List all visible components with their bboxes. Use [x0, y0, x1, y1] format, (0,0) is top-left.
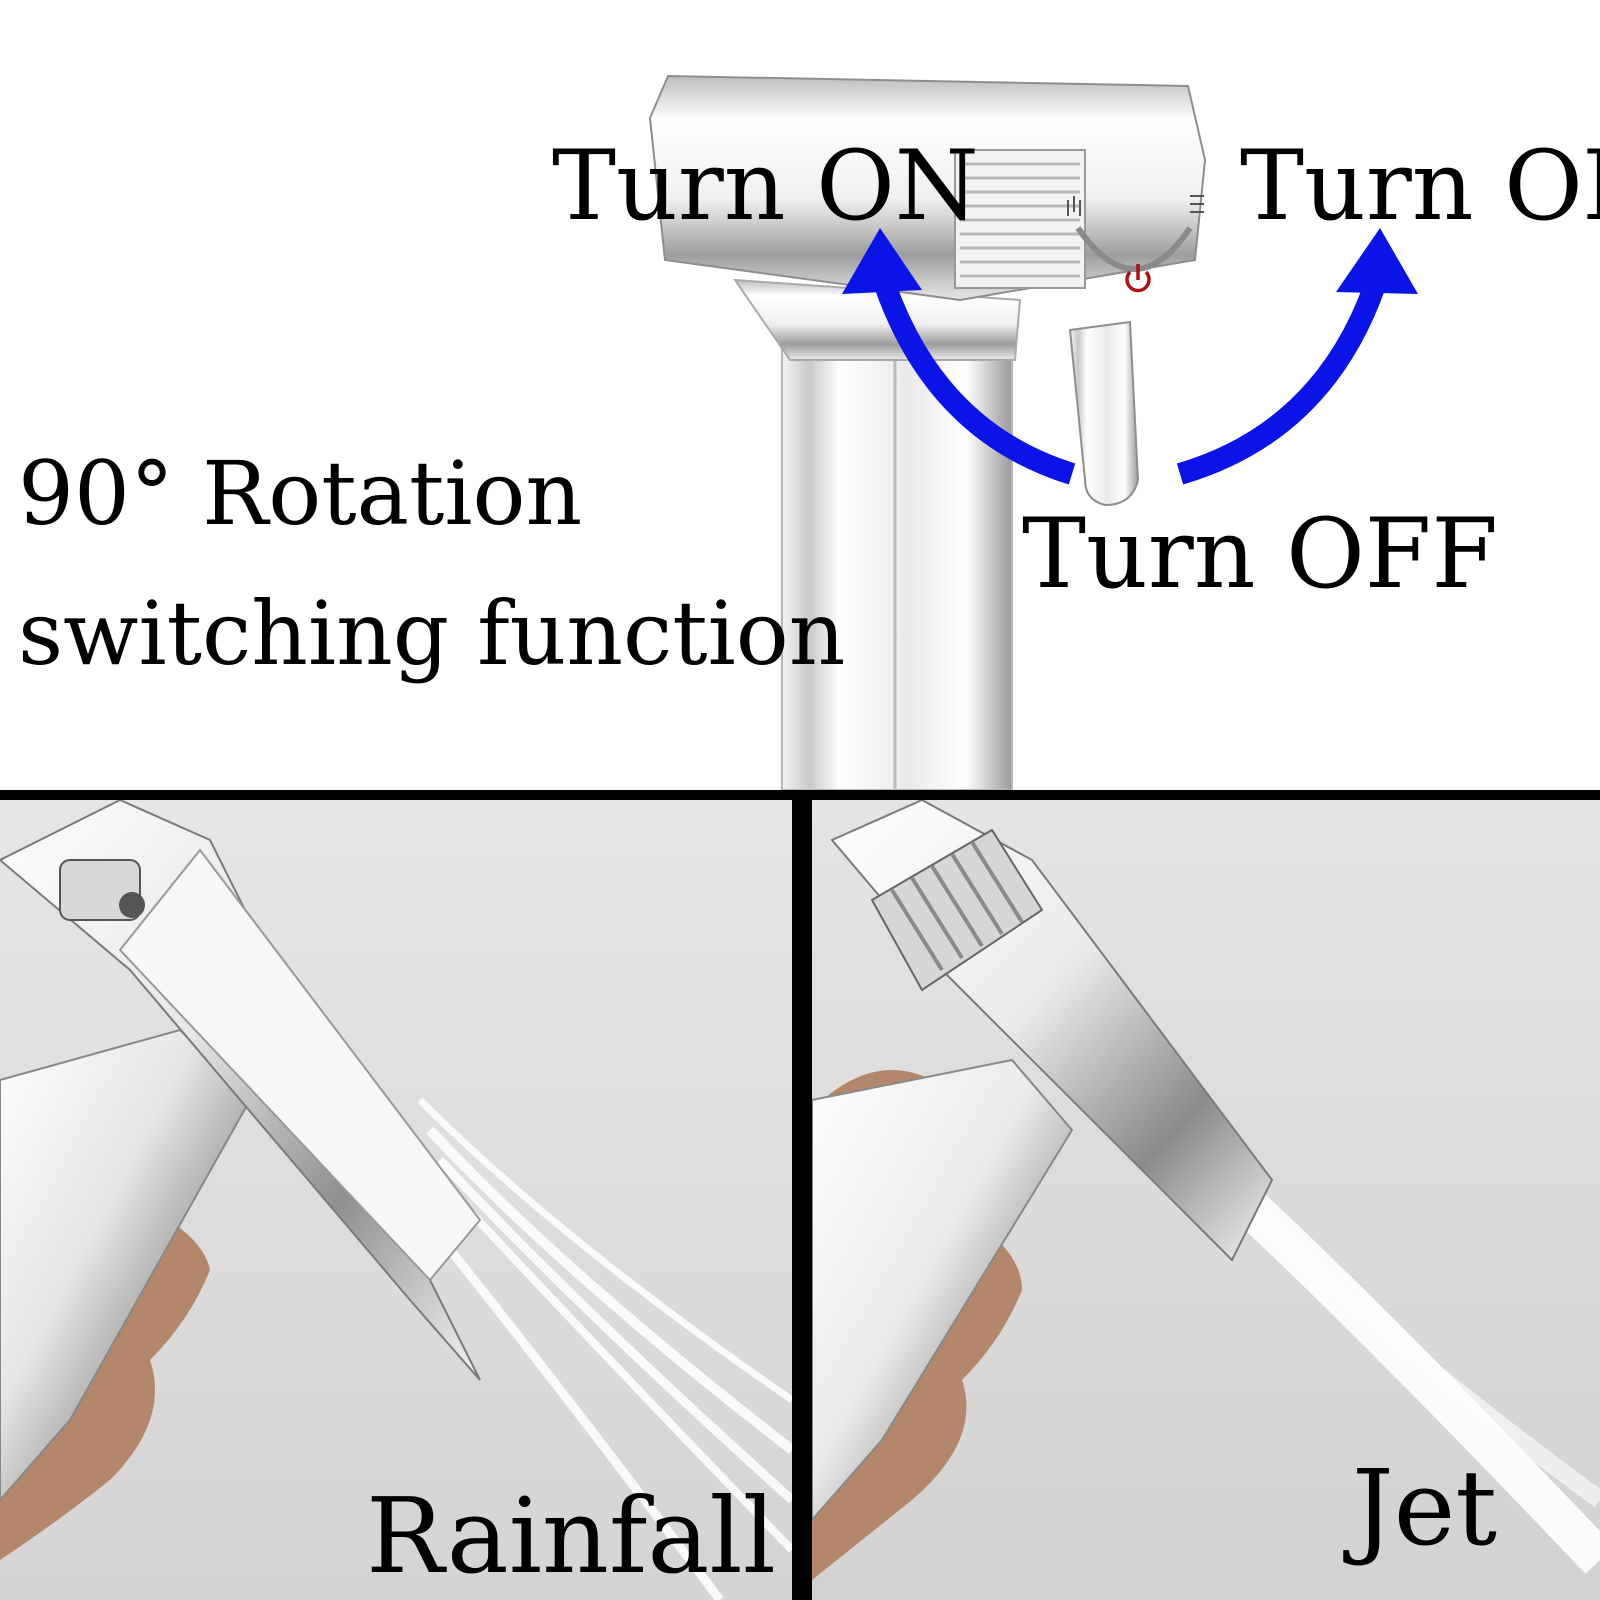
horizontal-divider [0, 790, 1600, 800]
arrow-left-curve [869, 266, 1076, 485]
lever-handle [1068, 320, 1140, 507]
sprayer-grip [0, 1028, 252, 1502]
arrow-right-curve [1176, 266, 1391, 485]
arrow-right-head [1336, 228, 1418, 294]
jet-label: Jet [1352, 1447, 1498, 1569]
rotation-arrows [842, 228, 1418, 485]
jet-photo-illustration [812, 800, 1600, 1580]
rainfall-spray [406, 1097, 792, 1600]
sprayer-head-illustration [648, 74, 1418, 790]
mode-knob-dot [119, 892, 145, 918]
rainfall-photo-illustration [0, 800, 792, 1600]
turn-off-label: Turn OFF [1022, 498, 1499, 610]
sprayer-head [0, 800, 481, 1381]
jet-panel: Jet [812, 800, 1600, 1600]
power-icon [1125, 264, 1151, 293]
knurled-dial [870, 828, 1044, 992]
sprayer-grip [812, 1058, 1074, 1522]
arrow-left-head [842, 228, 922, 294]
mode-arc [1075, 226, 1193, 272]
vertical-divider [792, 800, 812, 1600]
rainfall-mode-glyph [1067, 196, 1081, 216]
turn-on-right-label: Turn ON [1240, 130, 1600, 242]
rotation-caption-line1: 90° Rotation [18, 442, 583, 545]
rotation-caption-line2: switching function [18, 582, 846, 685]
top-panel: Turn ON Turn ON Turn OFF 90° Rotation sw… [0, 0, 1600, 790]
jet-mode-glyph [1190, 195, 1204, 213]
rainfall-panel: Rainfall [0, 800, 792, 1600]
turn-on-left-label: Turn ON [552, 130, 979, 242]
rainfall-label: Rainfall [366, 1475, 776, 1597]
